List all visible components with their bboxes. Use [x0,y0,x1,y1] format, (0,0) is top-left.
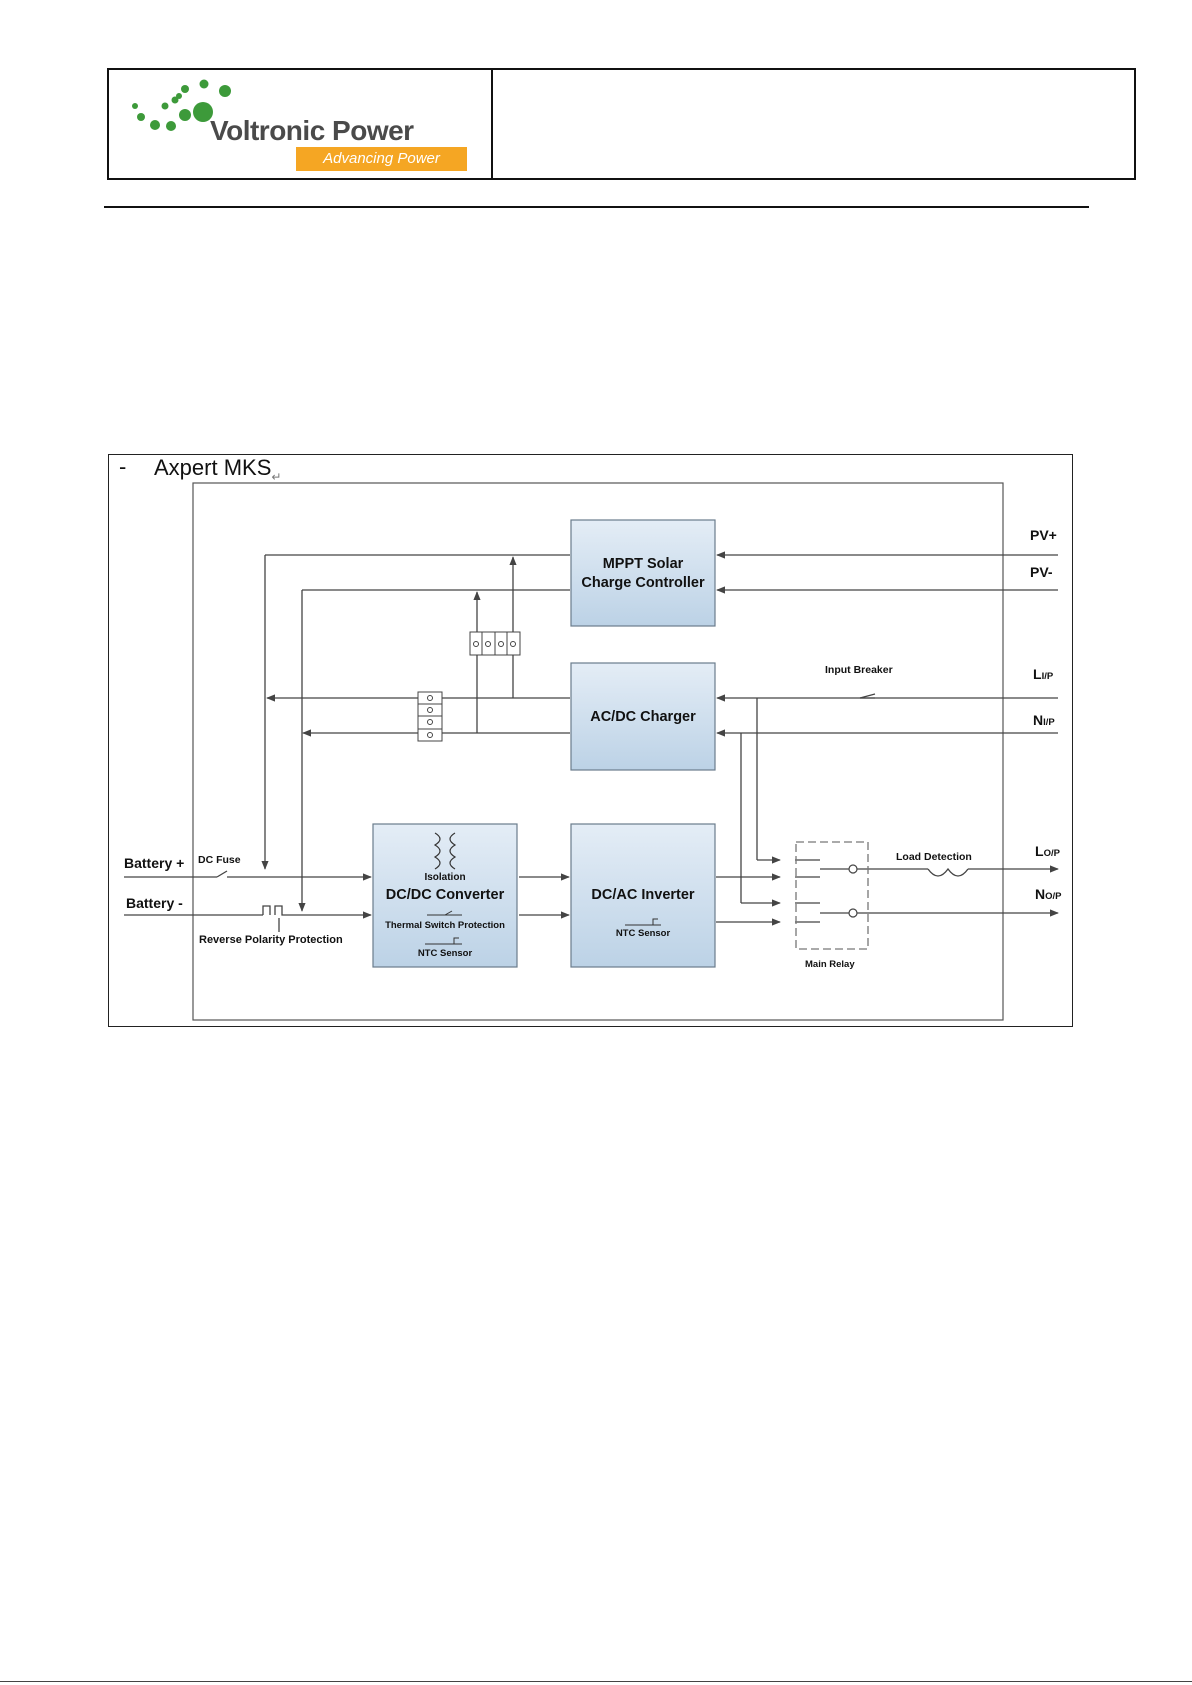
logo-tagline: Advancing Power [296,147,467,171]
dcdc-converter-label: DC/DC Converter [386,887,505,903]
ntc-sensor-inverter-label: NTC Sensor [616,928,671,939]
dcac-inverter-block [570,823,716,968]
inverter-enclosure [192,482,1004,1021]
list-dash: - [119,454,127,479]
main-relay-label: Main Relay [805,959,855,970]
reverse-polarity-label: Reverse Polarity Protection [199,934,343,946]
load-detection-label: Load Detection [896,851,972,863]
input-breaker-label: Input Breaker [825,664,893,676]
return-mark: ↵ [271,470,282,484]
logo-wordmark: Voltronic Power [210,115,414,146]
n-output-label: NO/P [1035,886,1062,902]
header-box: Voltronic Power Advancing Power [107,68,1136,180]
ntc-sensor-dcdc-label: NTC Sensor [418,948,473,959]
header-divider [104,206,1089,208]
dcdc-converter-block [372,823,518,968]
mppt-label-line1: MPPT Solar [603,556,684,572]
battery-minus-label: Battery - [126,895,183,911]
thermal-switch-label: Thermal Switch Protection [385,920,505,931]
diagram-frame [108,454,1073,1027]
footer-divider [0,1681,1192,1682]
logo: Voltronic Power Advancing Power [109,70,493,178]
l-output-label: LO/P [1035,843,1061,859]
n-input-label: NI/P [1033,712,1055,728]
mppt-label-line2: Charge Controller [581,575,705,591]
diagram-title: Axpert MKS↵ [154,455,281,484]
logo-dots-icon [132,79,231,131]
acdc-charger-label: AC/DC Charger [590,709,696,725]
diagram-title-text: Axpert MKS [154,455,272,480]
mppt-block [570,519,716,627]
pv-minus-label: PV- [1030,564,1053,580]
acdc-charger-block [570,662,716,771]
main-relay-box [795,841,869,950]
dcac-inverter-label: DC/AC Inverter [591,887,694,903]
pv-plus-label: PV+ [1030,527,1057,543]
isolation-label: Isolation [424,872,465,883]
dc-fuse-label: DC Fuse [198,854,241,866]
battery-plus-label: Battery + [124,855,184,871]
l-input-label: LI/P [1033,666,1054,682]
